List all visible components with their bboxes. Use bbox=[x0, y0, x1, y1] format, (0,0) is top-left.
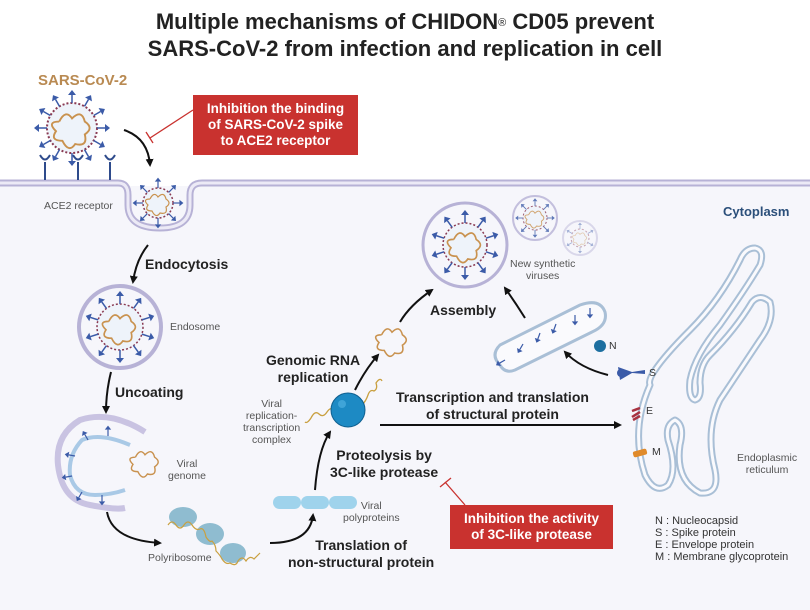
genomic-replication-arrow bbox=[354, 353, 380, 391]
uncoating-arrow bbox=[102, 371, 112, 414]
legend: N : Nucleocapsid S : Spike protein E : E… bbox=[655, 515, 788, 563]
sars-cov-2-virion bbox=[33, 89, 111, 167]
ace2-label: ACE2 receptor bbox=[44, 200, 113, 212]
viral-polyproteins bbox=[273, 496, 357, 509]
legend-item: M : Membrane glycoprotein bbox=[655, 551, 789, 563]
s-label: S bbox=[649, 367, 657, 379]
legend-item: N : Nucleocapsid bbox=[655, 515, 739, 527]
endoplasmic-reticulum bbox=[635, 244, 775, 497]
step-translation-nonstructural: Translation of non-structural protein bbox=[288, 537, 435, 570]
binding-arrow bbox=[123, 129, 154, 167]
step-proteolysis: Proteolysis by 3C-like protease bbox=[330, 447, 439, 480]
er-label: Endoplasmic reticulum bbox=[737, 452, 798, 476]
assembly-vesicle bbox=[421, 201, 509, 289]
replication-transcription-complex bbox=[304, 378, 383, 428]
endocytosis-arrow bbox=[129, 244, 149, 284]
er-to-vesicle-arrow bbox=[563, 350, 609, 376]
polyribosome bbox=[167, 507, 261, 566]
inhibition-binding-box: Inhibition the binding of SARS-CoV-2 spi… bbox=[193, 95, 358, 155]
spike-protein-icon bbox=[617, 367, 645, 380]
membrane-protein-icon bbox=[632, 448, 648, 458]
to-polyribosome-arrow bbox=[106, 511, 162, 547]
endosome-label: Endosome bbox=[170, 321, 221, 333]
viral-genome-label: Viral genome bbox=[168, 458, 206, 482]
inhibition-protease-line bbox=[439, 477, 466, 506]
replicated-genome-icon bbox=[374, 328, 408, 358]
ace2-receptors bbox=[39, 154, 116, 180]
legend-item: E : Envelope protein bbox=[655, 539, 755, 551]
step-assembly: Assembly bbox=[430, 302, 497, 318]
polyribosome-label: Polyribosome bbox=[148, 552, 212, 564]
step-genomic-rna-replication: Genomic RNA replication bbox=[266, 352, 361, 385]
n-label: N bbox=[609, 340, 617, 352]
nucleocapsid-icon bbox=[594, 340, 606, 352]
page-title: Multiple mechanisms of CHIDON® CD05 prev… bbox=[147, 9, 663, 61]
ergic-vesicle bbox=[493, 301, 607, 373]
virus-label: SARS-CoV-2 bbox=[38, 72, 128, 89]
step-uncoating: Uncoating bbox=[115, 384, 184, 400]
cell-membrane bbox=[0, 179, 810, 232]
envelope-protein-icon bbox=[631, 406, 641, 422]
step-endocytosis: Endocytosis bbox=[145, 256, 229, 272]
translation-arrow bbox=[269, 513, 317, 544]
uncoating-vesicle bbox=[54, 413, 147, 512]
rtc-label: Viral replication- transcription complex bbox=[243, 398, 301, 446]
legend-item: S : Spike protein bbox=[655, 527, 736, 539]
viral-genome-icon bbox=[129, 450, 159, 478]
proteolysis-arrow bbox=[314, 430, 332, 491]
inhibition-protease-box: Inhibition the activity of 3C-like prote… bbox=[450, 505, 613, 549]
assembly-arrow-right bbox=[503, 286, 526, 319]
inhibition-binding-line bbox=[145, 109, 194, 144]
new-viruses-label: New synthetic viruses bbox=[510, 258, 576, 282]
e-label: E bbox=[646, 405, 654, 417]
assembly-arrow-left bbox=[399, 288, 434, 323]
new-virus-1 bbox=[512, 195, 558, 241]
m-label: M bbox=[652, 446, 661, 458]
cytoplasm-label: Cytoplasm bbox=[723, 204, 790, 219]
virus-entering-cell bbox=[132, 177, 184, 229]
new-virus-2 bbox=[562, 220, 598, 256]
step-transcription-translation: Transcription and translation of structu… bbox=[396, 389, 589, 422]
endosome bbox=[77, 284, 163, 370]
viral-polyproteins-label: Viral polyproteins bbox=[343, 500, 400, 524]
